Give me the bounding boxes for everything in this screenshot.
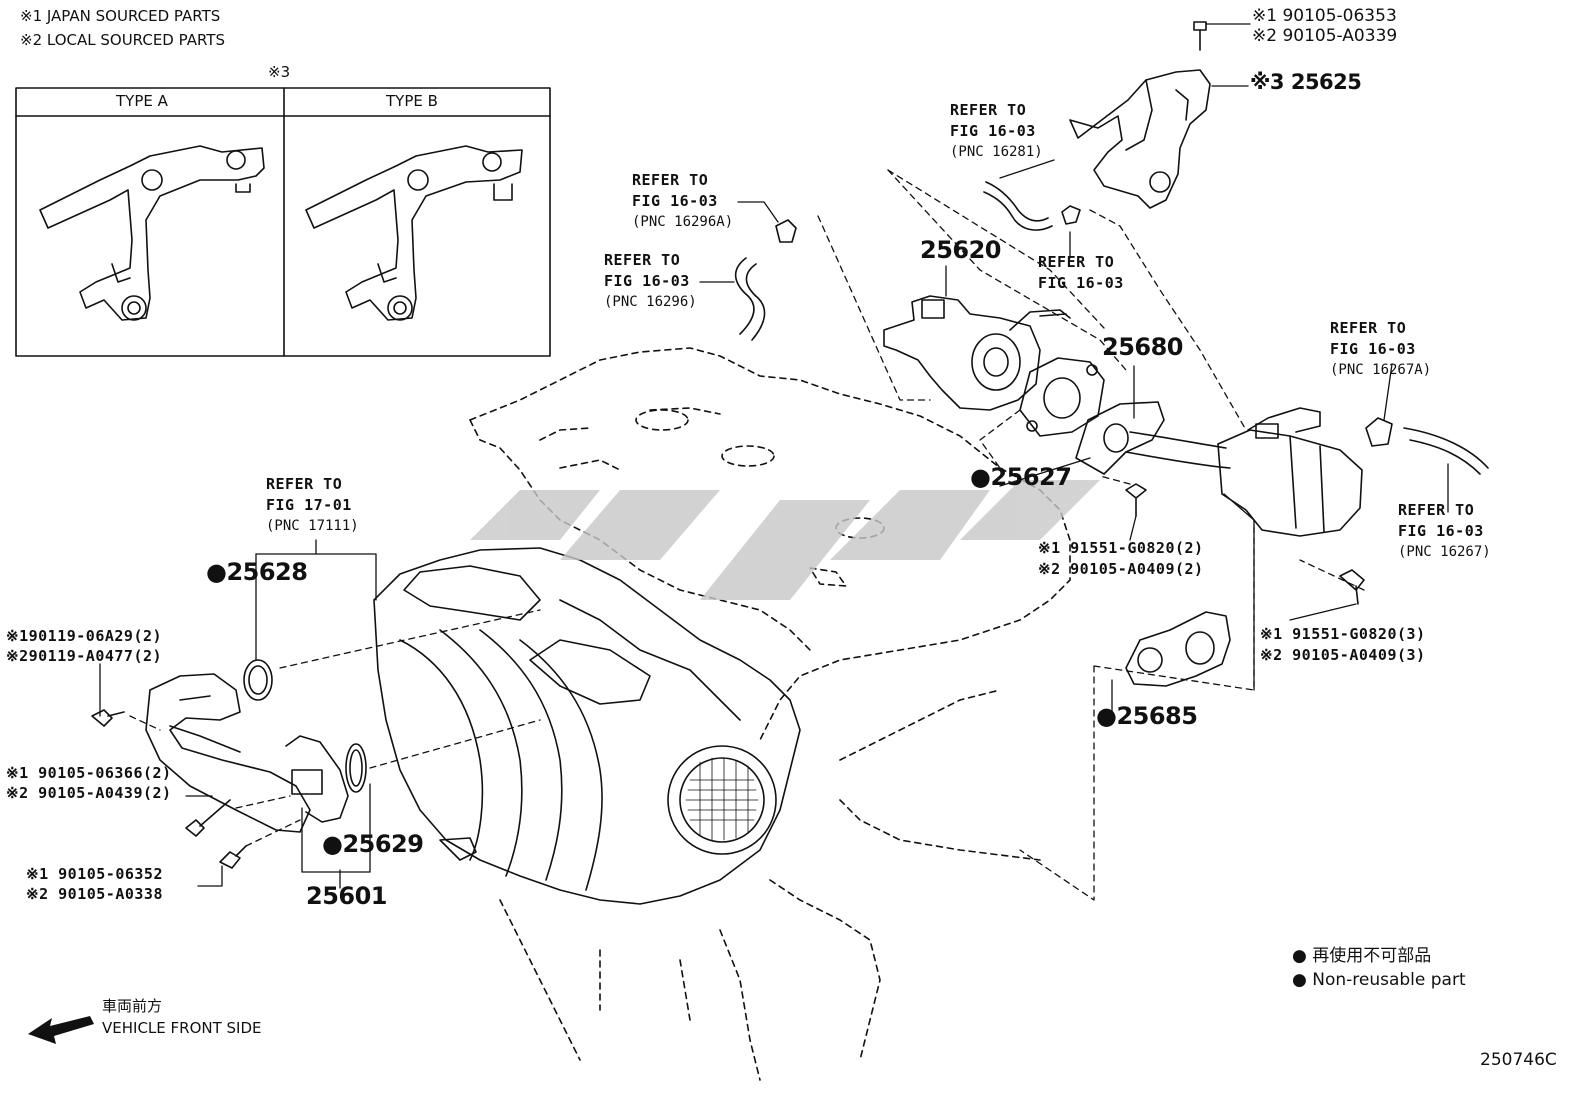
bolt-mid (1125, 483, 1147, 517)
intake-manifold-25601 (373, 547, 801, 905)
ref-center-b: FIG 16-03 (1038, 274, 1124, 292)
bolt-top-japan: ※1 90105-06353 (1252, 6, 1397, 26)
bolt-left-a-japan: ※190119-06A29(2) (6, 627, 163, 645)
direction-japanese: 車両前方 (102, 997, 163, 1015)
arrow-left-icon (28, 1016, 94, 1044)
bolt-left-c (219, 845, 247, 869)
bolt-left-b-local: ※2 90105-A0439(2) (6, 784, 172, 802)
type-b-header: TYPE B (386, 92, 438, 110)
bolt-left-c-local: ※2 90105-A0338 (26, 885, 163, 903)
harness-bracket (145, 673, 349, 833)
throttle-mesh (685, 757, 759, 841)
bolt-left-b-japan: ※1 90105-06366(2) (6, 764, 172, 782)
gasket-25627 (1019, 357, 1105, 437)
ref-16267-c: (PNC 16267) (1398, 544, 1491, 560)
ref-16267-a: REFER TO (1398, 501, 1475, 519)
gasket-25629 (345, 743, 367, 793)
bolt-right-local: ※2 90105-A0409(3) (1260, 646, 1426, 664)
ref-17111-b: FIG 17-01 (266, 496, 352, 514)
ref-16267-b: FIG 16-03 (1398, 522, 1484, 540)
type-a-header: TYPE A (116, 92, 168, 110)
bolt-top-local: ※2 90105-A0339 (1252, 26, 1398, 46)
clip-16296a (775, 219, 797, 243)
bolt-left-a-local: ※290119-A0477(2) (6, 647, 163, 665)
part-25629: ●25629 (322, 830, 424, 858)
type-table-mark: ※3 (268, 63, 291, 81)
ref-16267a-b: FIG 16-03 (1330, 340, 1416, 358)
ref-16267a-a: REFER TO (1330, 319, 1407, 337)
watermark-shape (470, 480, 1100, 600)
ref-16296a-a: REFER TO (632, 171, 709, 189)
bracket-25625 (1069, 21, 1211, 209)
part-25628: ●25628 (206, 558, 308, 586)
part-25601: 25601 (306, 882, 388, 910)
clip-16267a (1365, 417, 1393, 447)
legend-english: ● Non-reusable part (1292, 970, 1466, 990)
part-25625: ※3 25625 (1250, 70, 1362, 94)
ref-16296a-b: FIG 16-03 (632, 192, 718, 210)
ref-16296-a: REFER TO (604, 251, 681, 269)
hose-16267 (1403, 427, 1489, 475)
bracket-type-b (305, 145, 523, 321)
gasket-25685 (1125, 611, 1231, 687)
figure-id: 250746C (1480, 1050, 1557, 1070)
ref-16281-c: (PNC 16281) (950, 144, 1043, 160)
dashed-leaders (129, 169, 1365, 901)
hose-16296 (734, 257, 766, 341)
part-25680: 25680 (1102, 333, 1184, 361)
direction-english: VEHICLE FRONT SIDE (102, 1019, 262, 1037)
part-25627: ●25627 (970, 463, 1072, 491)
legend-japanese: ● 再使用不可部品 (1292, 946, 1432, 966)
ref-16281-b: FIG 16-03 (950, 122, 1036, 140)
ref-16296-c: (PNC 16296) (604, 294, 697, 310)
ref-center-a: REFER TO (1038, 253, 1115, 271)
leader-lines (99, 23, 1449, 889)
bolt-mid-local: ※2 90105-A0409(2) (1038, 560, 1204, 578)
hose-16281 (983, 181, 1053, 231)
bolt-left-c-japan: ※1 90105-06352 (26, 865, 163, 883)
bolt-mid-japan: ※1 91551-G0820(2) (1038, 539, 1204, 557)
bolt-right-japan: ※1 91551-G0820(3) (1260, 625, 1426, 643)
bolt-left-a (91, 709, 125, 727)
ref-16281-a: REFER TO (950, 101, 1027, 119)
ref-16267a-c: (PNC 16267A) (1330, 362, 1432, 378)
egr-valve-25620 (883, 295, 1071, 411)
o-ring-25628 (243, 659, 273, 701)
bolt-left-b (185, 799, 231, 837)
part-25620: 25620 (920, 236, 1002, 264)
note-local-sourced: ※2 LOCAL SOURCED PARTS (20, 31, 225, 49)
clip-right (1061, 205, 1081, 225)
ref-16296a-c: (PNC 16296A) (632, 214, 734, 230)
bolt-right (1339, 569, 1365, 605)
ref-17111-c: (PNC 17111) (266, 518, 359, 534)
bracket-type-a (39, 145, 265, 321)
ref-17111-a: REFER TO (266, 475, 343, 493)
egr-cooler (1217, 407, 1363, 537)
note-japan-sourced: ※1 JAPAN SOURCED PARTS (20, 7, 221, 25)
type-table (15, 87, 551, 357)
part-25685: ●25685 (1096, 702, 1198, 730)
ref-16296-b: FIG 16-03 (604, 272, 690, 290)
engine-block (469, 347, 1071, 1081)
